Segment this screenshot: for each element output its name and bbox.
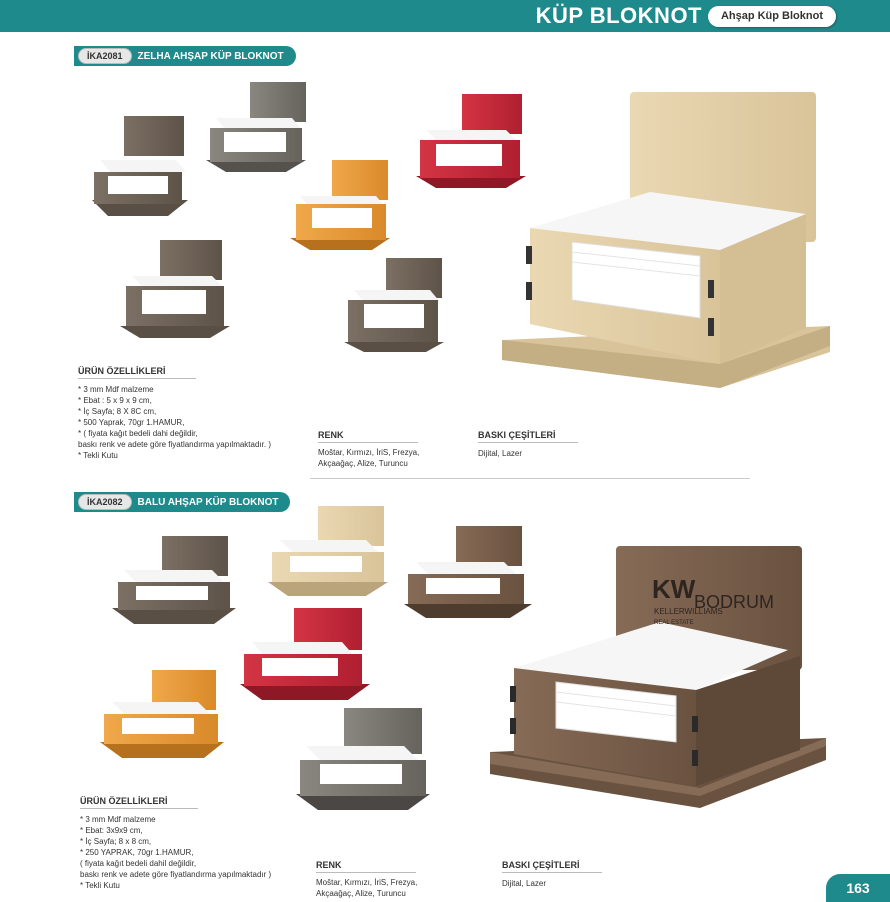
spec-item: baskı renk ve adete göre fiyatlandırma y… [78,440,271,449]
page-number: 163 [826,874,890,902]
spec-item: * İç Sayfa; 8 X 8C cm, [78,407,157,416]
baski-text-1: Dijital, Lazer [478,449,523,458]
section-divider [310,478,750,479]
cube-mostar-4 [112,536,236,624]
logo-sub1: KELLERWILLIAMS [654,607,723,616]
cube-red-1 [416,94,526,188]
specs-list-2: * 3 mm Mdf malzeme * Ebat: 3x9x9 cm, * İ… [80,814,271,891]
specs-title-1: ÜRÜN ÖZELLİKLERİ [78,366,196,379]
product-name: ZELHA AHŞAP KÜP BLOKNOT [137,50,284,62]
renk-title-1: RENK [318,430,418,443]
cube-mostar-1 [92,116,188,216]
cube-orange-2 [100,670,224,758]
hero-cube-maple [502,92,830,388]
spec-item: * İç Sayfa; 8 x 8 cm, [80,837,152,846]
page-title: KÜP BLOKNOT [535,3,702,28]
spec-item: ( fiyata kağıt bedeli dahil değildir, [80,859,197,868]
product-code: İKA2082 [78,494,132,510]
cube-iris-2 [296,708,430,810]
product-tag-2: İKA2082 BALU AHŞAP KÜP BLOKNOT [74,492,291,512]
specs-title-2: ÜRÜN ÖZELLİKLERİ [80,796,198,809]
product-code: İKA2081 [78,48,132,64]
renk-text-2: Moštar, Kırmızı, İriS, Frezya, Akçaağaç,… [316,878,418,898]
baski-title-2: BASKI ÇEŞİTLERİ [502,860,602,873]
spec-item: * Ebat: 3x9x9 cm, [80,826,143,835]
spec-item: * Tekli Kutu [78,451,118,460]
spec-item: * ( fiyata kağıt bedeli dahi değildir, [78,429,198,438]
page-header: KÜP BLOKNOT Ahşap Küp Bloknot [0,0,890,32]
logo-brand: KW [652,574,696,604]
spec-item: * 3 mm Mdf malzeme [78,385,154,394]
spec-item: * 3 mm Mdf malzeme [80,815,156,824]
spec-item: * Tekli Kutu [80,881,120,890]
baski-text-2: Dijital, Lazer [502,879,547,888]
product-name: BALU AHŞAP KÜP BLOKNOT [137,496,279,508]
cube-mostar-2 [120,240,230,338]
cube-mostar-3 [344,258,444,352]
category-badge: Ahşap Küp Bloknot [707,6,836,27]
logo-sub2: REAL ESTATE [654,620,694,626]
cube-orange-1 [290,160,390,250]
cube-iris-1 [206,82,306,172]
spec-item: * 500 Yaprak, 70gr 1.HAMUR, [78,418,185,427]
spec-item: baskı renk ve adete göre fiyatlandırma y… [80,870,272,879]
spec-item: * 250 YAPRAK, 70gr 1.HAMUR, [80,848,194,857]
cube-maple-2 [268,506,388,596]
cube-walnut-1 [404,526,532,618]
cube-red-2 [240,608,370,700]
renk-text-1: Moštar, Kırmızı, İriS, Frezya, Akçaağaç,… [318,448,420,468]
baski-title-1: BASKI ÇEŞİTLERİ [478,430,578,443]
logo-city: BODRUM [694,592,774,612]
specs-list-1: * 3 mm Mdf malzeme * Ebat : 5 x 9 x 9 cm… [78,384,271,461]
spec-item: * Ebat : 5 x 9 x 9 cm, [78,396,152,405]
product-tag-1: İKA2081 ZELHA AHŞAP KÜP BLOKNOT [74,46,296,66]
hero-cube-walnut: KW BODRUM KELLERWILLIAMS REAL ESTATE [490,546,826,808]
renk-title-2: RENK [316,860,416,873]
